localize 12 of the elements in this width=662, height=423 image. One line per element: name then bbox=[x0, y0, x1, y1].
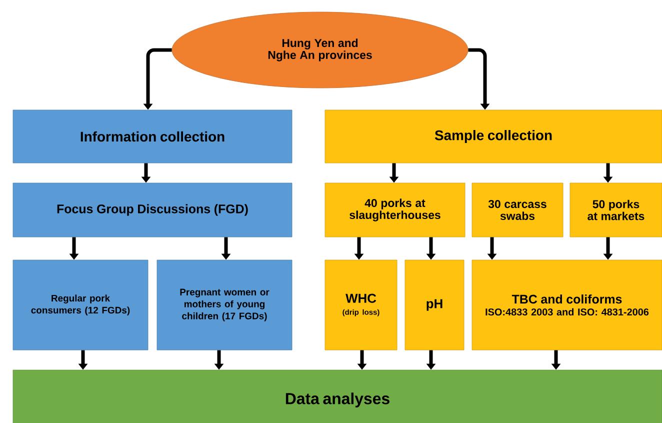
process-box: pH bbox=[404, 260, 464, 350]
process-box: 30 carcass swabs bbox=[472, 182, 564, 238]
process-box: 50 porks at markets bbox=[570, 182, 662, 238]
process-box: Data analyses bbox=[12, 370, 662, 423]
process-box: Pregnant women or mothers of young children (17 FGDs) bbox=[156, 260, 292, 350]
process-box: Focus Group Discussions (FGD) bbox=[12, 182, 292, 238]
process-box: TBC and coliforms ISO:4833 2003 and ISO: 4831-2006 bbox=[472, 260, 662, 350]
oval-node: Hung Yen and Nghe An provinces bbox=[172, 12, 468, 88]
process-box: Regular pork consumers (12 FGDs) bbox=[12, 260, 148, 350]
process-box: Information collection bbox=[12, 110, 292, 164]
process-box: Sample collection bbox=[324, 110, 662, 164]
process-box: 40 porks at slaughterhouses bbox=[324, 182, 466, 238]
